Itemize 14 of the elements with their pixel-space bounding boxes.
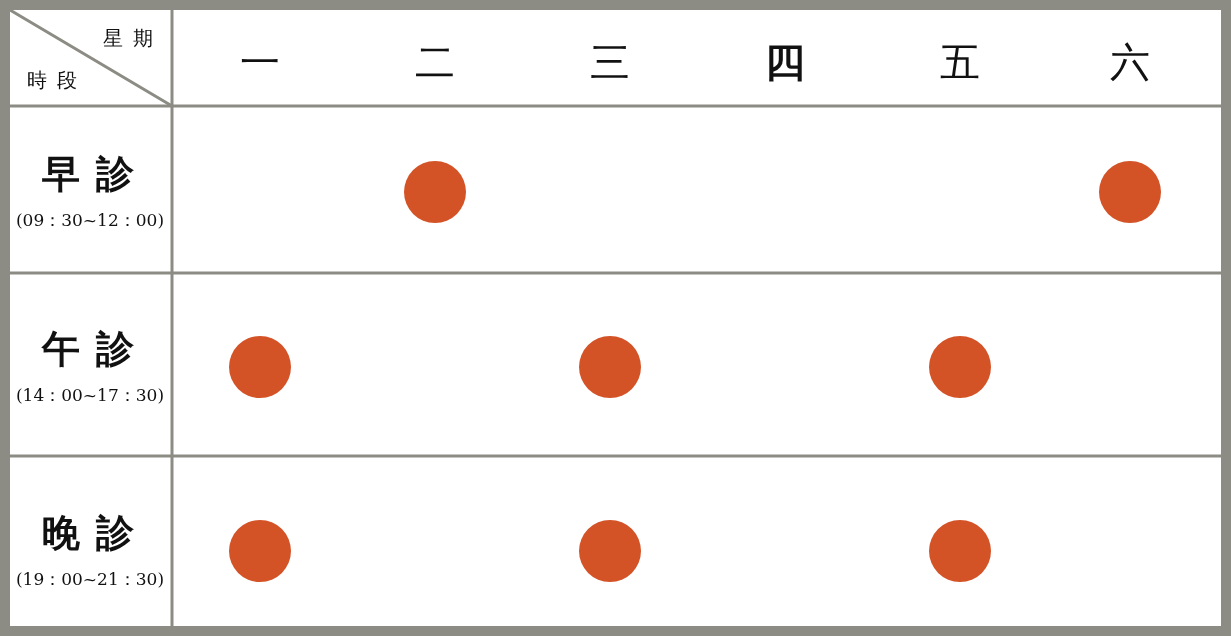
day-label: 二 — [415, 37, 455, 87]
day-label: 三 — [590, 37, 630, 87]
row-header: 時段 — [27, 66, 87, 94]
day-label: 四 — [765, 36, 805, 87]
time-range: (09：30~12：00) — [16, 208, 164, 232]
column-header: 星期 — [103, 24, 163, 52]
day-label: 六 — [1110, 37, 1150, 87]
session-label: 早診 — [42, 149, 150, 198]
session-label: 晚診 — [42, 508, 150, 557]
session-label: 午診 — [42, 324, 150, 373]
time-range: (14：00~17：30) — [16, 383, 164, 407]
day-label: 一 — [240, 37, 280, 87]
time-range: (19：00~21：30) — [16, 567, 164, 591]
day-label: 五 — [940, 37, 980, 87]
